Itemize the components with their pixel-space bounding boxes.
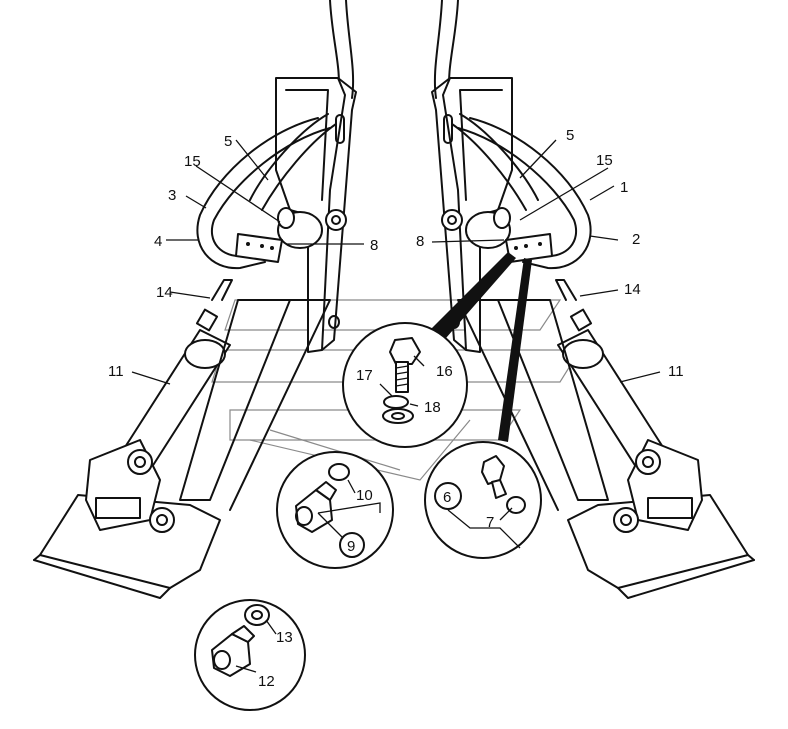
label-2: 2 bbox=[632, 231, 640, 248]
label-11-left: 11 bbox=[108, 363, 124, 380]
leader-lines bbox=[131, 139, 661, 673]
detail-fitting-9-10 bbox=[276, 451, 394, 569]
detail-fitting-6-7 bbox=[424, 441, 542, 559]
label-14-right: 14 bbox=[624, 281, 641, 298]
label-5-left: 5 bbox=[224, 133, 232, 150]
label-10: 10 bbox=[356, 487, 373, 504]
detail-bolt-callout bbox=[342, 322, 468, 448]
label-13: 13 bbox=[276, 629, 293, 646]
label-1: 1 bbox=[620, 179, 628, 196]
label-11-right: 11 bbox=[668, 363, 684, 380]
label-3: 3 bbox=[168, 187, 176, 204]
label-8-right: 8 bbox=[416, 233, 424, 250]
label-5-right: 5 bbox=[566, 127, 574, 144]
right-stabilizer-assembly bbox=[431, 0, 755, 599]
label-12: 12 bbox=[258, 673, 275, 690]
label-17: 17 bbox=[356, 367, 373, 384]
part-labels: 5 15 3 4 8 14 11 5 15 1 2 8 14 11 16 17 … bbox=[108, 127, 684, 690]
label-16: 16 bbox=[436, 363, 453, 380]
left-stabilizer-assembly bbox=[33, 0, 357, 599]
label-15-right: 15 bbox=[596, 152, 613, 169]
label-15-left: 15 bbox=[184, 153, 201, 170]
label-7: 7 bbox=[486, 514, 494, 531]
callout-connectors bbox=[430, 252, 532, 442]
label-18: 18 bbox=[424, 399, 441, 416]
label-8-left: 8 bbox=[370, 237, 378, 254]
label-6: 6 bbox=[443, 489, 451, 506]
detail-fitting-12-13 bbox=[194, 599, 306, 711]
label-9: 9 bbox=[347, 538, 355, 555]
label-4: 4 bbox=[154, 233, 162, 250]
label-14-left: 14 bbox=[156, 284, 173, 301]
